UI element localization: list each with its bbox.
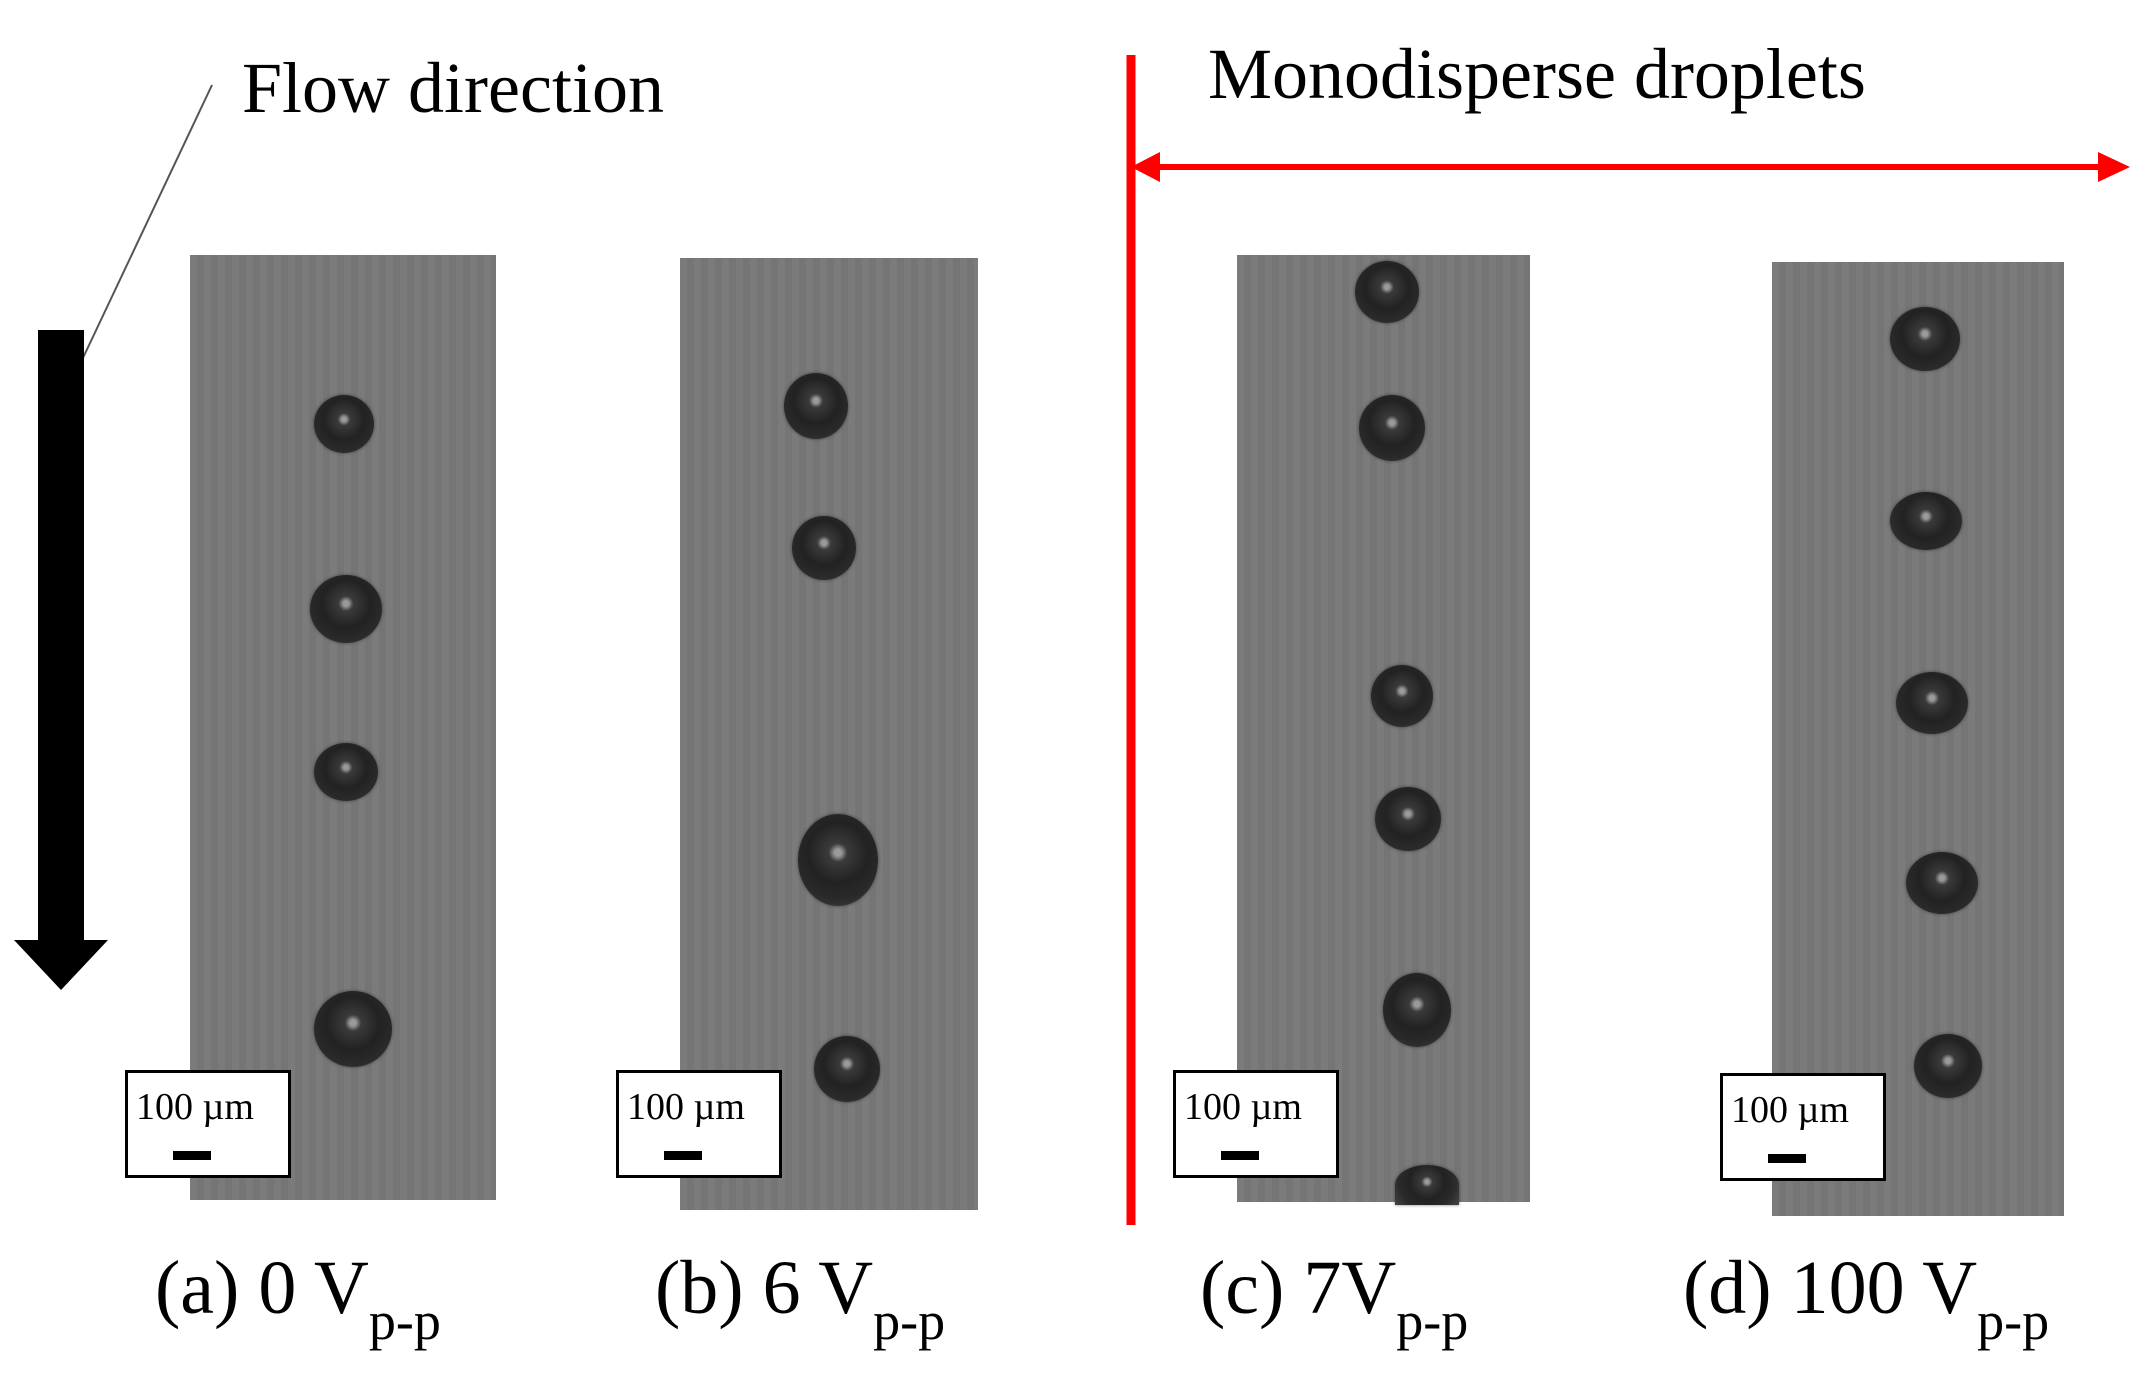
caption-letter: (d) bbox=[1683, 1246, 1772, 1330]
scale-bar-box: 100 µm bbox=[125, 1070, 291, 1178]
droplet bbox=[814, 1036, 880, 1102]
panel-c-image: 100 µm bbox=[1173, 255, 1530, 1205]
panel-d-image: 100 µm bbox=[1720, 262, 2064, 1216]
droplet bbox=[1896, 672, 1968, 734]
flow-arrow-shaft bbox=[38, 330, 84, 940]
flow-leader-line bbox=[81, 84, 213, 361]
scale-bar bbox=[173, 1151, 211, 1160]
droplet bbox=[1890, 307, 1960, 371]
caption-b: (b) 6 Vp-p bbox=[655, 1250, 945, 1348]
droplet bbox=[1359, 395, 1425, 461]
caption-voltage: 100 V bbox=[1790, 1246, 1978, 1330]
caption-voltage: 6 V bbox=[762, 1246, 874, 1330]
flow-arrow-head bbox=[14, 940, 108, 990]
monodisperse-label: Monodisperse droplets bbox=[1208, 34, 1866, 114]
droplet bbox=[784, 373, 848, 439]
caption-c: (c) 7Vp-p bbox=[1200, 1250, 1468, 1348]
caption-a: (a) 0 Vp-p bbox=[155, 1250, 441, 1348]
droplet bbox=[1395, 1165, 1459, 1205]
droplet bbox=[310, 575, 382, 643]
scale-bar-box: 100 µm bbox=[616, 1070, 782, 1178]
droplet bbox=[1890, 492, 1962, 550]
panel-b-image: 100 µm bbox=[616, 258, 978, 1210]
droplet bbox=[798, 814, 878, 906]
scale-bar-label: 100 µm bbox=[136, 1086, 254, 1128]
scale-bar-label: 100 µm bbox=[1731, 1089, 1849, 1131]
flow-direction-label: Flow direction bbox=[242, 48, 664, 128]
caption-subscript: p-p bbox=[1396, 1291, 1469, 1351]
scale-bar-label: 100 µm bbox=[627, 1086, 745, 1128]
caption-subscript: p-p bbox=[873, 1291, 946, 1351]
droplet bbox=[1383, 973, 1451, 1047]
droplet bbox=[1371, 665, 1433, 727]
scale-bar-box: 100 µm bbox=[1173, 1070, 1339, 1178]
caption-subscript: p-p bbox=[1977, 1291, 2050, 1351]
droplet bbox=[1914, 1034, 1982, 1098]
droplet bbox=[314, 395, 374, 453]
caption-voltage: 0 V bbox=[258, 1246, 369, 1330]
scale-bar bbox=[1221, 1151, 1259, 1160]
caption-subscript: p-p bbox=[368, 1291, 441, 1351]
caption-d: (d) 100 Vp-p bbox=[1683, 1250, 2049, 1348]
scale-bar bbox=[664, 1151, 702, 1160]
scale-bar-box: 100 µm bbox=[1720, 1073, 1886, 1181]
caption-letter: (c) bbox=[1200, 1246, 1285, 1330]
scale-bar-label: 100 µm bbox=[1184, 1086, 1302, 1128]
droplet bbox=[314, 743, 378, 801]
scale-bar bbox=[1768, 1154, 1806, 1163]
droplet bbox=[1355, 261, 1419, 323]
caption-voltage: 7V bbox=[1303, 1246, 1397, 1330]
droplet bbox=[1375, 787, 1441, 851]
panel-a-image: 100 µm bbox=[125, 255, 496, 1200]
droplet bbox=[1906, 852, 1978, 914]
monodisperse-arrow-head-right bbox=[2098, 152, 2130, 182]
monodisperse-arrow-head-left bbox=[1131, 152, 1160, 182]
caption-letter: (b) bbox=[655, 1246, 744, 1330]
droplet bbox=[792, 516, 856, 580]
caption-letter: (a) bbox=[155, 1246, 240, 1330]
droplet bbox=[314, 991, 392, 1067]
